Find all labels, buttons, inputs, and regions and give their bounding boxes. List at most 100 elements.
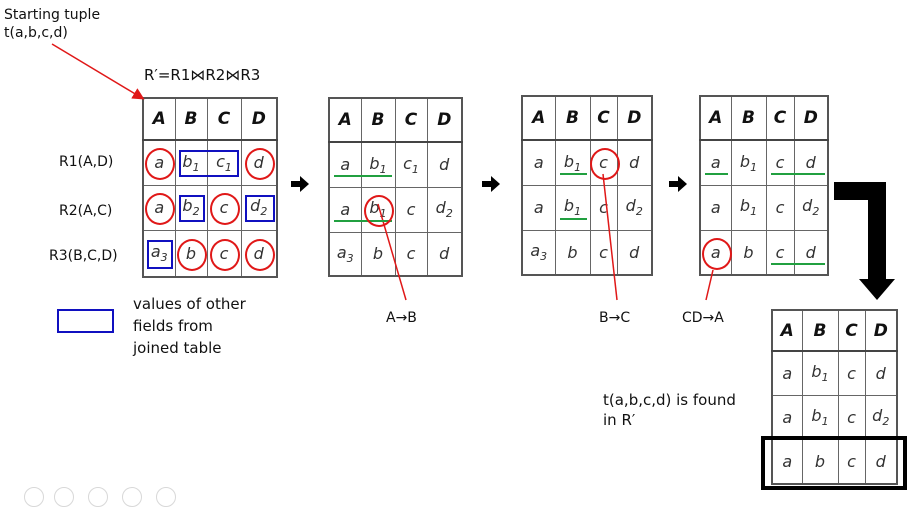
cell-c: c (394, 231, 428, 277)
cell-b: b (554, 229, 591, 276)
toolbar-search-icon[interactable] (122, 487, 142, 507)
found-row-highlight (761, 436, 907, 490)
joined-value-box (179, 150, 239, 177)
legend-text: values of other fields from joined table (133, 293, 246, 359)
join-formula: R′=R1⋈R2⋈R3 (144, 66, 261, 84)
cell-b: b1 (554, 139, 591, 186)
found-text: t(a,b,c,d) is found in R′ (603, 390, 736, 430)
match-underline (771, 172, 825, 175)
cell-d: d (616, 229, 653, 276)
starting-tuple-line2: t(a,b,c,d) (4, 25, 68, 41)
starting-tuple-line1: Starting tuple (4, 7, 101, 23)
cell-c: c1 (394, 141, 428, 188)
match-underline (560, 217, 587, 220)
cell-b: b (730, 229, 767, 276)
header-b: B (554, 95, 591, 141)
legend-line2: fields from (133, 317, 213, 335)
header-b: B (801, 309, 839, 352)
header-d: D (864, 309, 898, 352)
header-d: D (240, 97, 278, 141)
fd-cda-pointer (705, 269, 714, 301)
cell-c: c (589, 184, 618, 231)
cell-b: b (801, 438, 839, 485)
cell-a: a (699, 184, 732, 231)
header-d: D (616, 95, 653, 141)
legend-line3: joined table (133, 339, 222, 357)
found-line2: in R′ (603, 411, 636, 429)
fd-label-b-c: B→C (599, 310, 631, 326)
changed-value-circle (589, 147, 620, 180)
highlight-circle (210, 238, 240, 271)
cell-b: b1 (801, 350, 839, 396)
match-underline (771, 262, 825, 265)
cell-d: d (864, 350, 898, 396)
cell-d: d2 (426, 186, 463, 233)
toolbar-edit-icon[interactable] (54, 487, 74, 507)
toolbar-more-icon[interactable] (156, 487, 176, 507)
header-a: A (142, 97, 176, 141)
cell-a: a (699, 139, 732, 186)
cell-b: b (360, 231, 396, 277)
row-label-r3: R3(B,C,D) (49, 248, 118, 264)
toolbar-grid-icon[interactable] (88, 487, 108, 507)
cell-c: c (837, 394, 866, 440)
header-b: B (174, 97, 208, 141)
legend-line1: values of other (133, 295, 246, 313)
row-label-r2: R2(A,C) (59, 203, 113, 219)
cell-c: c (765, 139, 795, 186)
fd-label-a-b: A→B (386, 310, 417, 326)
header-c: C (765, 95, 795, 141)
cell-d: d (426, 231, 463, 277)
joined-value-box (245, 195, 275, 222)
highlight-circle (145, 192, 175, 225)
cell-b: b1 (730, 139, 767, 186)
cell-a: a3 (328, 231, 362, 277)
found-line1: t(a,b,c,d) is found (603, 391, 736, 409)
header-c: C (394, 97, 428, 143)
cell-d: d (864, 438, 898, 485)
cell-d: d2 (240, 184, 278, 231)
match-underline (334, 174, 392, 177)
highlight-circle (177, 238, 207, 271)
cell-c: c (765, 229, 795, 276)
changed-value-circle (701, 237, 732, 270)
cell-a: a (521, 139, 556, 186)
bent-final-arrow (834, 182, 895, 300)
fd-bc-pointer (602, 173, 618, 301)
row-label-r1: R1(A,D) (59, 154, 114, 170)
header-b: B (730, 95, 767, 141)
cell-d: d (793, 229, 829, 276)
cell-c: c (837, 350, 866, 396)
step-arrow-1 (291, 176, 309, 192)
highlight-circle (245, 238, 275, 271)
step-arrow-3 (669, 176, 687, 192)
cell-d: d2 (616, 184, 653, 231)
header-c: C (206, 97, 242, 141)
highlight-circle (145, 147, 175, 180)
match-underline (705, 172, 728, 175)
joined-value-box (179, 195, 205, 222)
header-d: D (426, 97, 463, 143)
cell-d: d (793, 139, 829, 186)
start-pointer-arrow (51, 43, 145, 100)
highlight-circle (245, 147, 275, 180)
toolbar-back-icon[interactable] (24, 487, 44, 507)
step-arrow-2 (482, 176, 500, 192)
changed-value-circle (364, 194, 394, 227)
joined-value-box (147, 240, 173, 269)
header-b: B (360, 97, 396, 143)
header-d: D (793, 95, 829, 141)
starting-tuple-label: Starting tuple t(a,b,c,d) (4, 6, 100, 42)
